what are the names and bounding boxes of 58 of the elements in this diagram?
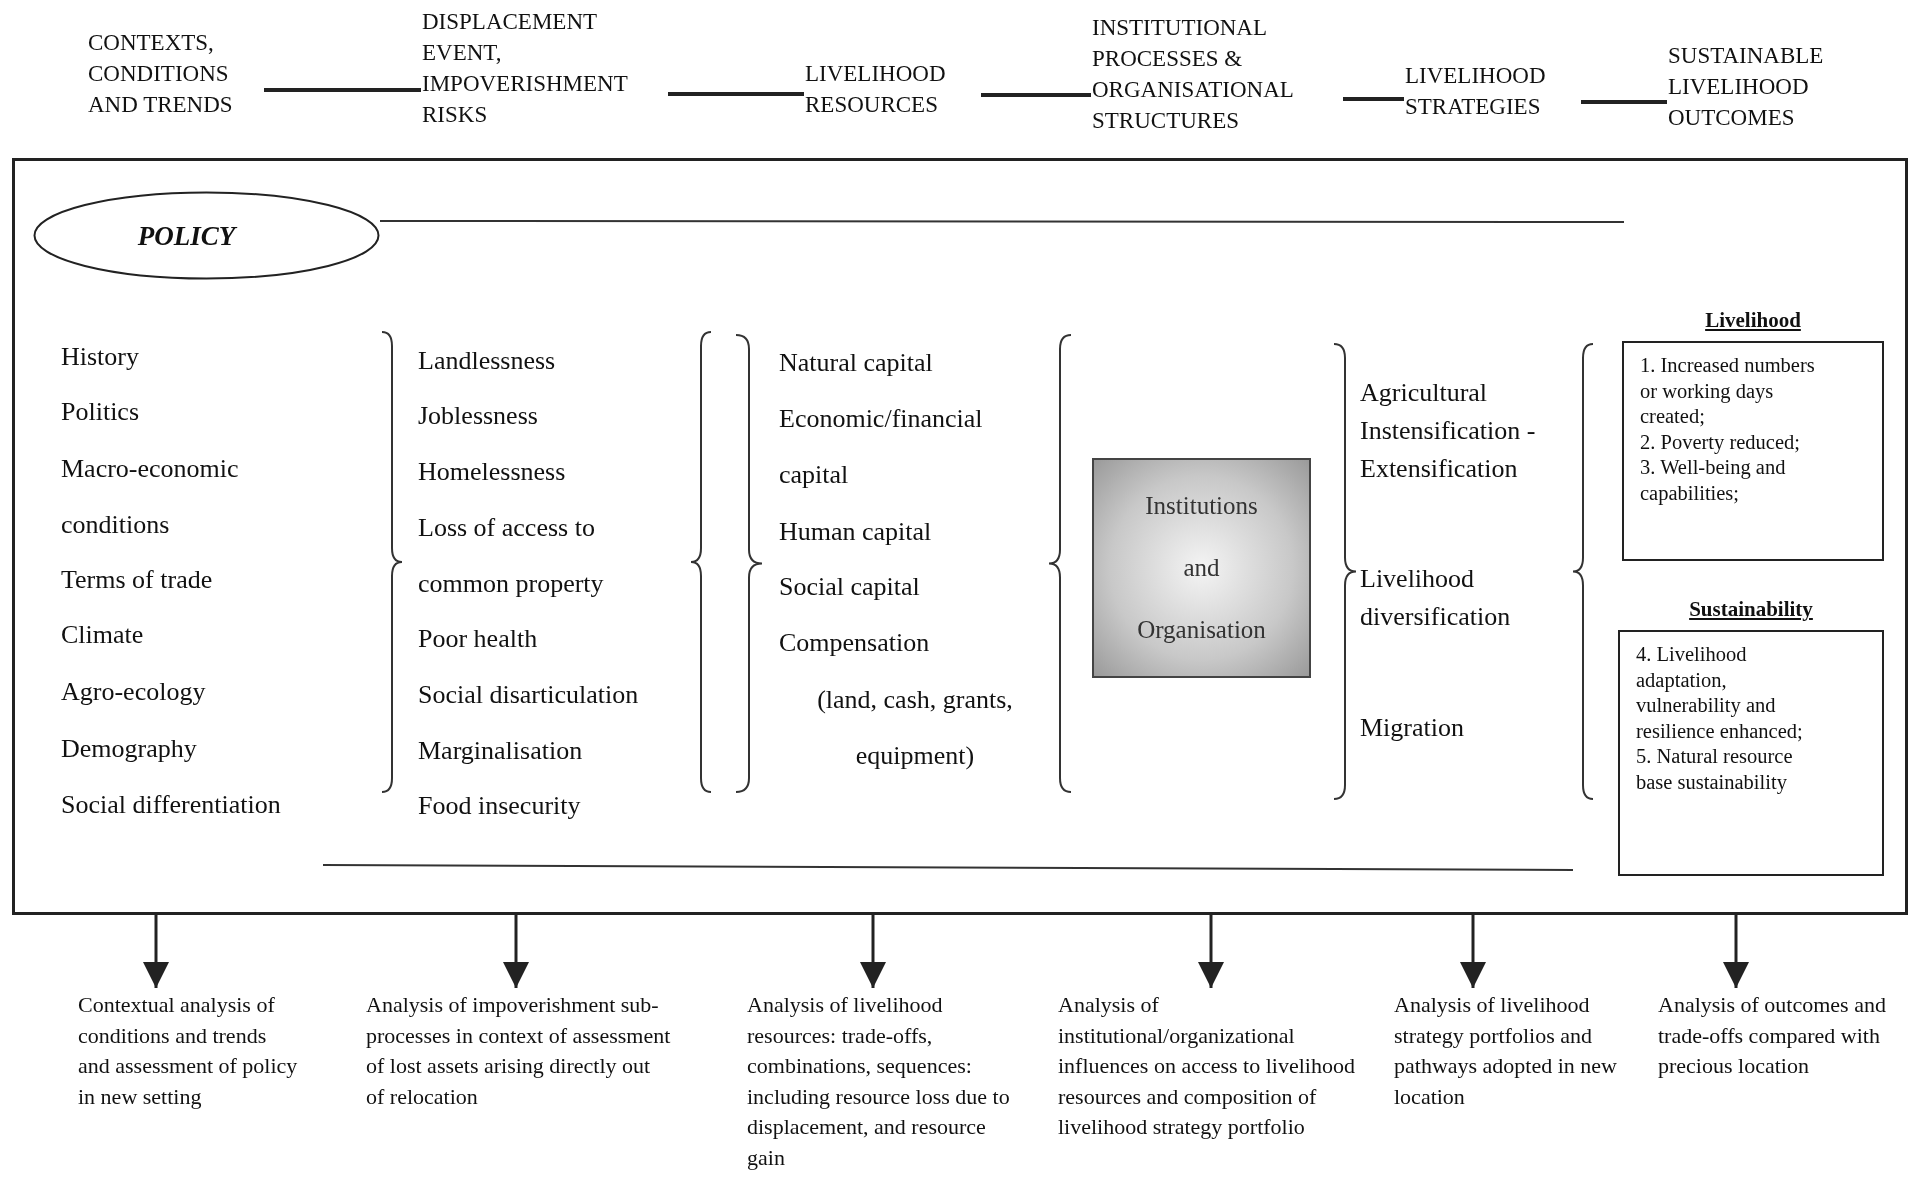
list-item: Social disarticulation [418, 679, 640, 711]
list-item: Agricultural Instensification - Extensification [1360, 377, 1537, 485]
list-item: (land, cash, grants, equipment) [816, 684, 1014, 772]
list-item: Livelihood diversification [1360, 563, 1512, 633]
list-item: Demography [61, 733, 198, 765]
list-item: Landlessness [418, 345, 557, 377]
stage-heading: DISPLACEMENT EVENT, IMPOVERISHMENT RISKS [422, 6, 667, 130]
arrow [1460, 913, 1486, 988]
arrow [1198, 913, 1224, 988]
list-item: Human capital [779, 516, 933, 548]
analysis-note: Analysis of livelihood resources: trade-offs, combinations, sequences: including resource loss due to displacement, and resource gain [747, 990, 1027, 1173]
connector-line [264, 88, 421, 92]
list-item: Terms of trade [61, 564, 214, 596]
list-item: Food insecurity [418, 790, 582, 822]
list-item: Joblessness [418, 400, 539, 432]
list-item: Natural capital [779, 347, 934, 379]
list-item: Social capital [779, 571, 921, 603]
analysis-note: Analysis of impoverishment sub-processes in context of assessment of lost assets arising directly out of relocation [366, 990, 671, 1112]
list-item: Marginalisation [418, 735, 584, 767]
stage-heading: SUSTAINABLE LIVELIHOOD OUTCOMES [1668, 40, 1868, 133]
list-item: Homelessness [418, 456, 567, 488]
stage-heading: INSTITUTIONAL PROCESSES & ORGANISATIONAL STRUCTURES [1092, 12, 1342, 136]
outcome-item: 3. Well-being and capabilities; [1640, 455, 1787, 506]
outcome-item: 4. Livelihood adaptation, vulnerability and resilience enhanced; [1636, 642, 1804, 744]
stage-heading: LIVELIHOOD RESOURCES [805, 58, 980, 120]
list-item: Macro-economic conditions [61, 453, 240, 541]
connector-line [668, 92, 804, 96]
list-item: Poor health [418, 623, 539, 655]
list-item: Agro-ecology [61, 676, 207, 708]
framework-frame [12, 158, 1908, 915]
outcome-item: 1. Increased numbers or working days created; [1640, 353, 1816, 429]
analysis-note: Analysis of institutional/organizational influences on access to livelihood resources and composition of livelihood strategy portfolio [1058, 990, 1358, 1143]
analysis-note: Contextual analysis of conditions and trends and assessment of policy in new setting [78, 990, 303, 1112]
arrow [143, 913, 169, 988]
list-item: Social differentiation [61, 789, 282, 821]
connector-line [1581, 100, 1667, 104]
list-item: Loss of access to common property [418, 512, 605, 600]
outcome-item: 5. Natural resource base sustainability [1636, 744, 1794, 795]
section-heading: Sustainability [1689, 596, 1813, 623]
section-heading: Livelihood [1705, 307, 1801, 334]
stage-heading: CONTEXTS, CONDITIONS AND TRENDS [88, 27, 263, 120]
list-item: Climate [61, 619, 145, 651]
list-item: Migration [1360, 712, 1465, 744]
connector-line [1343, 97, 1404, 101]
arrow [860, 913, 886, 988]
list-item: Politics [61, 396, 140, 428]
stage-heading: LIVELIHOOD STRATEGIES [1405, 60, 1580, 122]
policy-label: POLICY [136, 219, 239, 253]
connector-line [981, 93, 1091, 97]
outcome-item: 2. Poverty reduced; [1640, 429, 1801, 455]
list-item: Compensation [779, 627, 931, 659]
arrow [1723, 913, 1749, 988]
institutions-box: Institutions and Organisation [1092, 458, 1311, 678]
list-item: History [61, 341, 140, 373]
analysis-note: Analysis of outcomes and trade-offs compared with precious location [1658, 990, 1886, 1082]
list-item: Economic/financial capital [779, 403, 984, 491]
arrow [503, 913, 529, 988]
analysis-note: Analysis of livelihood strategy portfolios and pathways adopted in new location [1394, 990, 1622, 1112]
